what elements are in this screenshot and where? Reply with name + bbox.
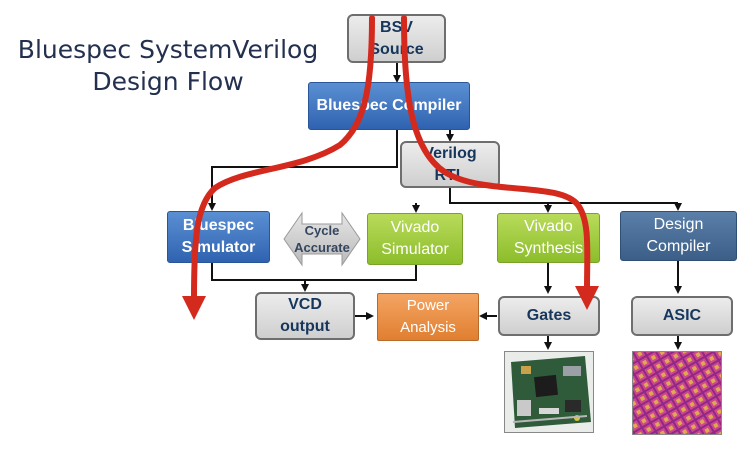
- verilog-rtl-line-1: Verilog: [423, 144, 477, 162]
- vivado-synthesis-box: Vivado Synthesis: [497, 213, 600, 263]
- vivado-synthesis-line-2: Synthesis: [513, 240, 584, 257]
- bluespec-compiler-label: Bluespec Compiler: [316, 97, 462, 114]
- diagram-title: Bluespec SystemVerilog Design Flow: [8, 34, 328, 98]
- vivado-simulator-line-1: Vivado: [390, 219, 440, 236]
- vivado-synthesis-line-1: Vivado: [524, 218, 573, 235]
- connector-sims-to-vcd: [211, 263, 417, 281]
- power-analysis-line-1: Power: [406, 297, 450, 314]
- vivado-simulator-line-2: Simulator: [381, 241, 449, 258]
- vcd-output-line-2: output: [280, 318, 330, 335]
- bluespec-simulator-box: Bluespec Simulator: [167, 211, 270, 263]
- gates-label: Gates: [526, 307, 572, 324]
- flow-arrow-vivado-head: [575, 286, 599, 310]
- bsv-source-line-2: Source: [369, 40, 424, 58]
- cycle-accurate-line-2: Accurate: [294, 240, 350, 255]
- design-compiler-line-2: Compiler: [646, 238, 711, 255]
- design-compiler-line-1: Design: [653, 216, 704, 233]
- flow-arrow-vivado: [401, 15, 591, 293]
- gates-box: Gates: [498, 296, 600, 336]
- fpga-board-image: [504, 351, 594, 433]
- cycle-accurate-label: Cycle Accurate: [284, 211, 360, 267]
- asic-box: ASIC: [631, 296, 733, 336]
- vivado-simulator-box: Vivado Simulator: [367, 213, 463, 265]
- title-line-1: Bluespec SystemVerilog: [17, 35, 319, 64]
- flow-arrow-bluespec-head: [182, 296, 206, 320]
- vcd-output-box: VCD output: [255, 292, 355, 340]
- title-line-2: Design Flow: [92, 67, 244, 96]
- power-analysis-box: Power Analysis: [377, 293, 479, 341]
- power-analysis-line-2: Analysis: [400, 319, 456, 336]
- design-compiler-box: Design Compiler: [620, 211, 737, 261]
- vcd-output-line-1: VCD: [288, 296, 322, 313]
- cycle-accurate-double-arrow: [283, 211, 361, 267]
- bluespec-simulator-line-2: Simulator: [181, 239, 256, 256]
- bluespec-compiler-box: Bluespec Compiler: [308, 82, 470, 130]
- cycle-accurate-line-1: Cycle: [304, 223, 340, 238]
- flow-arrow-bluespec: [191, 15, 375, 303]
- connector-verilog-bus: [449, 188, 678, 204]
- asic-wafer-image: [632, 351, 722, 435]
- asic-label: ASIC: [662, 307, 702, 324]
